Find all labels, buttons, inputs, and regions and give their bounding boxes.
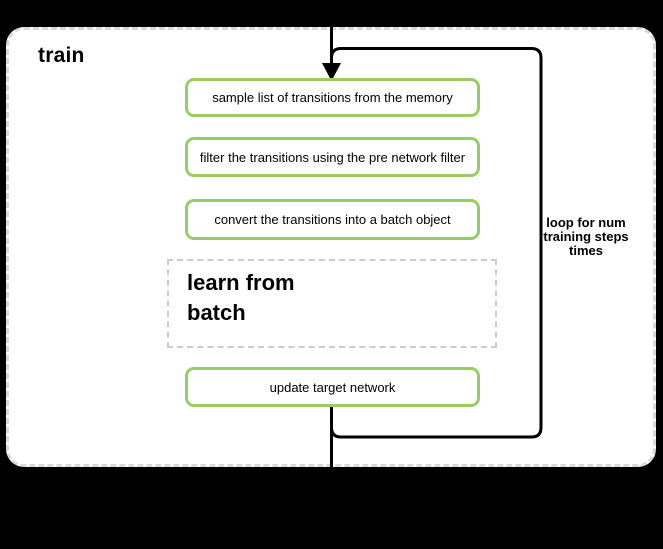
loop-annotation-line3: times xyxy=(569,243,603,258)
step-box-convert-batch: convert the transitions into a batch obj… xyxy=(185,199,480,240)
step-label: filter the transitions using the pre net… xyxy=(199,149,466,165)
subprocess-box-learn-from-batch: learn from batch xyxy=(167,259,497,348)
loop-bracket xyxy=(330,47,543,439)
step-box-sample-transitions: sample list of transitions from the memo… xyxy=(185,78,480,117)
step-label: update target network xyxy=(269,379,396,395)
process-title: train xyxy=(38,44,85,67)
subprocess-label-line2: batch xyxy=(187,300,246,325)
step-label: convert the transitions into a batch obj… xyxy=(214,212,451,227)
subprocess-label-line1: learn from xyxy=(187,270,295,295)
step-label: sample list of transitions from the memo… xyxy=(212,90,453,105)
loop-annotation: loop for num training steps times xyxy=(531,216,641,258)
step-box-update-target-network: update target network xyxy=(185,367,480,407)
loop-annotation-line1: loop for num xyxy=(546,215,626,230)
loop-annotation-line2: training steps xyxy=(543,229,629,244)
step-box-filter-transitions: filter the transitions using the pre net… xyxy=(185,137,480,177)
flow-arrowhead-icon xyxy=(322,63,341,81)
